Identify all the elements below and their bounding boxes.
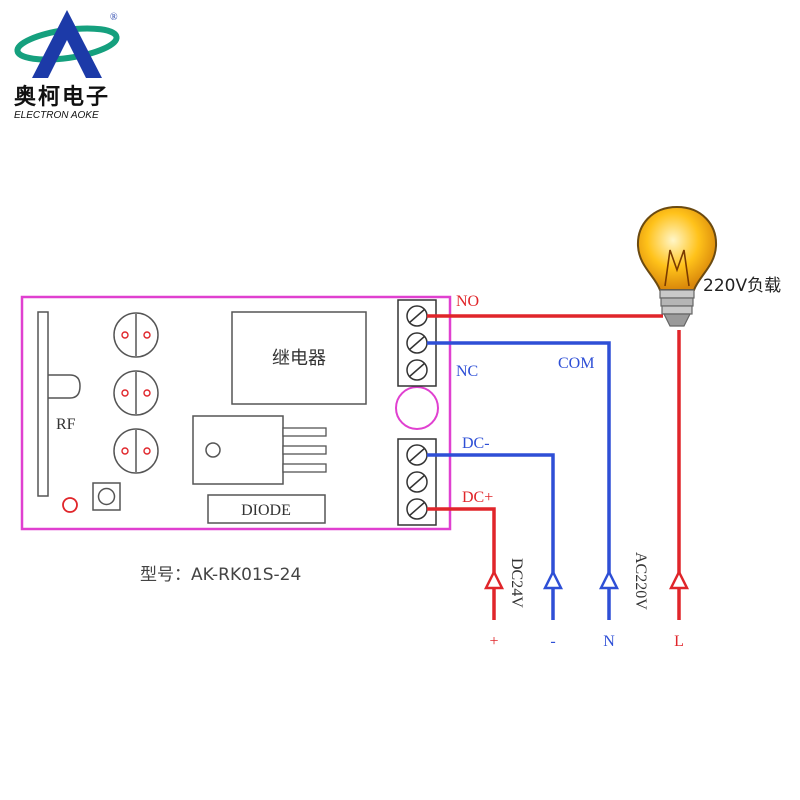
model-number: 型号：AK-RK01S-24 [140,565,301,585]
board-outline [20,295,452,531]
relay-box [231,311,367,405]
end-n: N [603,633,615,650]
label-load: 220V负载 [703,276,781,296]
chip-3 [113,428,159,474]
arrow-up-plus-icon [483,569,505,590]
regulator-icon [192,415,327,485]
label-dc24v: DC24V [508,558,525,608]
capacitor-icon [395,386,439,430]
rf-label: RF [56,416,76,433]
arrow-up-n-icon [598,569,620,590]
led-icon [62,497,78,513]
relay-label: 继电器 [272,348,326,369]
wire-com [427,341,611,620]
label-no: NO [456,293,479,310]
chip-1 [113,312,159,358]
brand-name-cn: 奥柯电子 [14,84,110,110]
brand-name-en: ELECTRON AOKE [14,110,99,121]
antenna-coil-icon [48,374,81,399]
end-minus: - [550,633,555,650]
label-dc-plus: DC+ [462,489,493,506]
chip-2 [113,370,159,416]
learn-button-icon [92,482,121,511]
receiver-board: RF 继电器 [20,295,452,531]
registered-mark: ® [110,12,118,23]
label-dc-minus: DC- [462,435,490,452]
terminal-block-power [397,438,437,526]
brand-logo: ® 奥柯电子 ELECTRON AOKE [14,10,120,121]
labels: NO NC COM DC- DC+ 220V负载 DC24V AC220V + … [456,276,781,650]
wire-dc-plus [427,507,496,620]
arrows [483,569,690,590]
end-l: L [674,633,684,650]
arrow-up-l-icon [668,569,690,590]
logo-triangle-icon [32,10,102,78]
label-com: COM [558,355,594,372]
arrow-up-minus-icon [542,569,564,590]
end-plus: + [489,633,498,650]
diode-label: DIODE [241,502,291,519]
antenna-strip [37,311,49,497]
diode-box [207,494,326,524]
wire-dc-minus [427,453,555,620]
label-ac220v: AC220V [632,552,649,610]
lightbulb-icon [636,205,718,327]
label-nc: NC [456,363,478,380]
